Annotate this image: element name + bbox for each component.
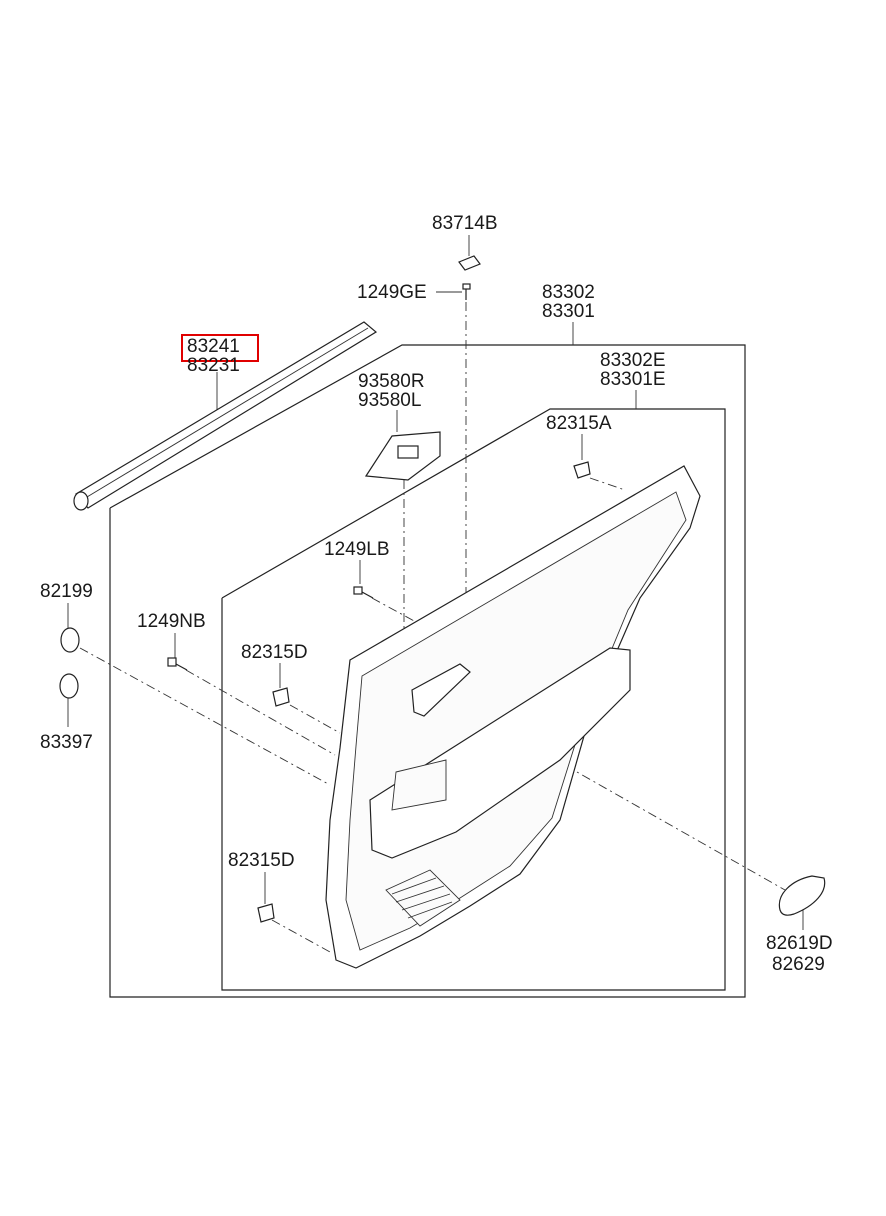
dash-82315D-a — [289, 704, 341, 734]
callout-83714B: 83714B — [432, 213, 498, 234]
outer-frame — [109, 344, 746, 998]
switch-93580 — [364, 431, 441, 481]
callout-83302E: 83302E — [600, 350, 666, 371]
inner-frame — [221, 408, 726, 991]
callout-1249NB: 1249NB — [137, 611, 206, 632]
callout-1249GE: 1249GE — [357, 282, 427, 303]
clip-82315D-b — [257, 903, 275, 923]
callout-82199: 82199 — [40, 581, 93, 602]
callout-82629: 82629 — [772, 954, 825, 975]
callout-1249LB: 1249LB — [324, 539, 390, 560]
callout-83397: 83397 — [40, 732, 93, 753]
callout-93580L: 93580L — [358, 390, 422, 411]
callout-82315D-a: 82315D — [241, 642, 308, 663]
clip-82315A — [573, 461, 591, 479]
callout-82315D-b: 82315D — [228, 850, 295, 871]
weatherstrip-part — [73, 321, 378, 511]
screw-1249LB — [353, 586, 374, 599]
clip-82315D-a — [272, 687, 290, 707]
callout-83241: 83241 — [187, 336, 240, 357]
callout-highlight-box — [181, 334, 259, 362]
callout-83301: 83301 — [542, 301, 595, 322]
callout-83301E: 83301E — [600, 369, 666, 390]
dash-82315A — [589, 477, 626, 491]
screw-1249NB — [167, 657, 188, 671]
dash-1249NB — [185, 669, 336, 756]
seal-82199 — [60, 627, 80, 653]
door-trim-panel — [325, 465, 701, 969]
callout-83231: 83231 — [187, 355, 240, 376]
callout-83302: 83302 — [542, 282, 595, 303]
callout-82619D: 82619D — [766, 933, 833, 954]
seal-83397 — [59, 673, 79, 699]
cap-83714B — [458, 255, 481, 271]
callout-93580R: 93580R — [358, 371, 425, 392]
cover-82619D — [778, 875, 826, 916]
callout-82315A: 82315A — [546, 413, 612, 434]
dash-1249LB — [371, 597, 417, 623]
dash-82315D-b — [271, 919, 331, 953]
dash-82199 — [79, 647, 331, 786]
screw-1249GE — [462, 283, 471, 300]
